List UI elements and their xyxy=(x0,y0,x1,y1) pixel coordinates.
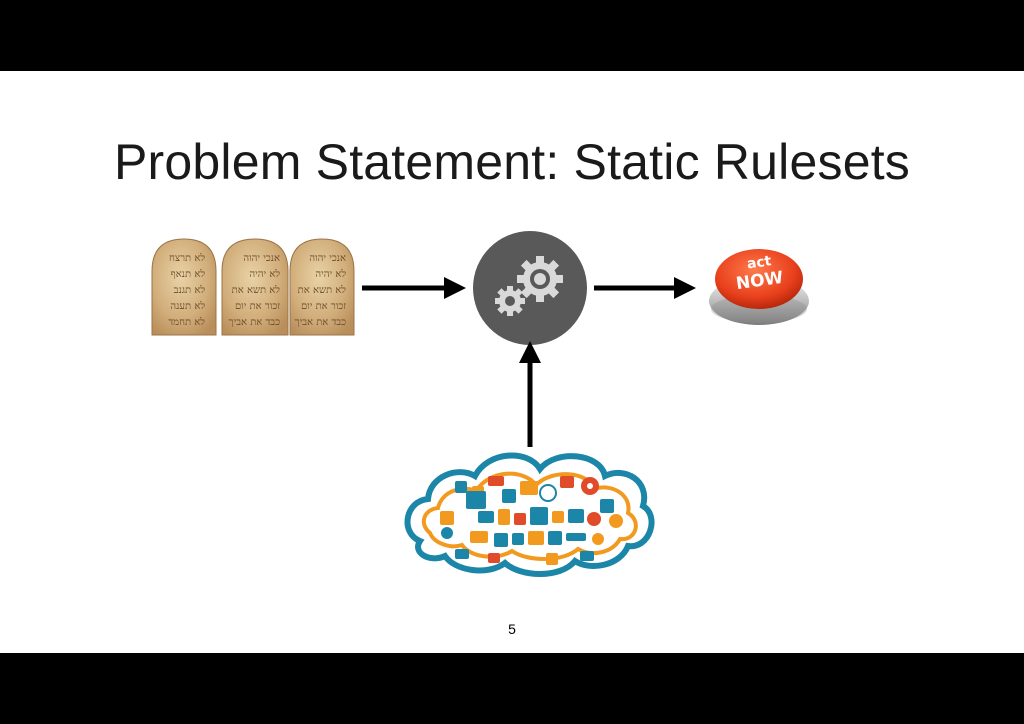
cloud-icon-grid xyxy=(440,476,623,565)
tablet-middle-line-3: לא תשא את xyxy=(232,284,281,296)
tablet-right-line-2: לא יהיה xyxy=(315,268,346,280)
tablet-middle-line-4: זכור את יום xyxy=(235,301,280,312)
slide-title: Problem Statement: Static Rulesets xyxy=(113,134,911,190)
stone-tablets-icon: לא תרצח לא תנאף לא תגנב לא תענה לא תחמד … xyxy=(151,238,355,336)
tablet-left-line-2: לא תנאף xyxy=(171,268,206,280)
tablet-right-line-1: אנכי יהוה xyxy=(309,253,346,264)
tablet-right: אנכי יהוה לא יהיה לא תשא את זכור את יום … xyxy=(289,238,355,336)
button-text-act: act xyxy=(746,253,773,272)
arrow-rules-to-engine xyxy=(362,277,466,299)
tablet-middle: אנכי יהוה לא יהיה לא תשא את זכור את יום … xyxy=(221,238,289,336)
page-number: 5 xyxy=(508,621,516,637)
tablet-right-line-4: זכור את יום xyxy=(301,301,346,312)
tablet-middle-line-1: אנכי יהוה xyxy=(243,253,280,264)
tablet-right-line-5: כבד את אביך xyxy=(295,317,346,328)
diagram: לא תרצח לא תנאף לא תגנב לא תענה לא תחמד … xyxy=(151,231,809,577)
arrow-context-to-engine xyxy=(519,341,541,447)
tablet-middle-line-5: כבד את אביך xyxy=(229,317,280,328)
gears-icon xyxy=(473,231,587,345)
tablet-left-line-3: לא תגנב xyxy=(174,284,206,296)
tablet-left-line-4: לא תענה xyxy=(170,300,205,312)
tablet-left-line-1: לא תרצח xyxy=(169,252,205,264)
tablet-right-line-3: לא תשא את xyxy=(298,284,347,296)
tablet-left-line-5: לא תחמד xyxy=(168,316,205,328)
social-media-cloud-icon xyxy=(404,452,655,577)
tablet-middle-line-2: לא יהיה xyxy=(249,268,280,280)
slide: Problem Statement: Static Rulesets xyxy=(0,71,1024,653)
tablet-left: לא תרצח לא תנאף לא תגנב לא תענה לא תחמד xyxy=(151,238,217,336)
act-now-button-icon: act NOW xyxy=(709,249,809,325)
arrow-engine-to-action xyxy=(594,277,696,299)
